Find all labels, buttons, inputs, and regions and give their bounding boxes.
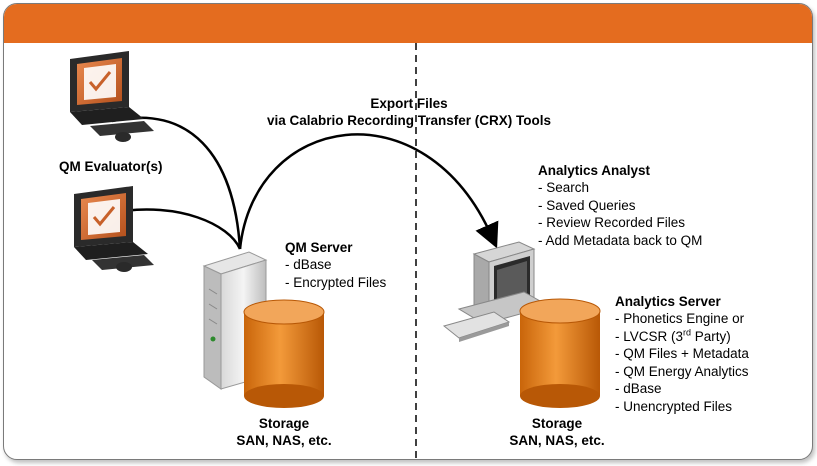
storage-right-line1: Storage [531, 416, 583, 431]
analytics-server-title: Analytics Server [615, 294, 721, 309]
party-text: Party) [691, 328, 731, 344]
analytics-server-item: QM Files + Metadata [615, 345, 749, 363]
evaluator-computer-2-icon [74, 186, 154, 272]
export-arrow [238, 133, 499, 250]
header-bar [4, 4, 812, 43]
export-files-label: Export Files via Calabrio Recording Tran… [224, 95, 594, 129]
export-files-line2: via Calabrio Recording Transfer (CRX) To… [266, 113, 552, 128]
analyst-item: Search [538, 179, 702, 197]
analytics-server-block: Analytics Server Phonetics Engine or LVC… [615, 293, 749, 415]
cable-evaluator-2 [115, 208, 242, 250]
analytics-server-item: Unencrypted Files [615, 398, 749, 416]
analytics-analyst-title: Analytics Analyst [538, 163, 651, 178]
storage-left-line1: Storage [258, 416, 310, 431]
qm-server-title: QM Server [285, 240, 353, 255]
analytics-server-item: LVCSR (3rd Party) [615, 328, 749, 346]
analyst-item: Saved Queries [538, 197, 702, 215]
storage-left-line2: SAN, NAS, etc. [236, 433, 332, 448]
analytics-analyst-items: Search Saved Queries Review Recorded Fil… [538, 179, 703, 250]
qm-server-item: Encrypted Files [285, 274, 386, 292]
storage-right-line2: SAN, NAS, etc. [509, 433, 605, 448]
ordinal-suffix: rd [683, 327, 692, 337]
evaluator-computer-1-icon [70, 51, 154, 142]
analyst-item: Review Recorded Files [538, 214, 702, 232]
lvcsr-text: LVCSR (3 [623, 328, 684, 344]
qm-server-block: QM Server dBase Encrypted Files [285, 239, 386, 291]
qm-server-items: dBase Encrypted Files [285, 256, 386, 291]
diagram-frame: Export Files via Calabrio Recording Tran… [3, 3, 813, 460]
storage-left-label: Storage SAN, NAS, etc. [226, 415, 342, 449]
qm-evaluator-label: QM Evaluator(s) [59, 159, 163, 174]
analytics-analyst-block: Analytics Analyst Search Saved Queries R… [538, 162, 702, 249]
analytics-server-item: dBase [615, 380, 749, 398]
analytics-server-item: Phonetics Engine or [615, 310, 749, 328]
analytics-server-item: QM Energy Analytics [615, 363, 749, 381]
analyst-item: Add Metadata back to QM [538, 232, 703, 250]
export-files-line1: Export Files [370, 96, 448, 111]
qm-server-item: dBase [285, 256, 386, 274]
storage-right-label: Storage SAN, NAS, etc. [495, 415, 619, 449]
storage-right-cylinder-icon [519, 298, 601, 408]
storage-left-cylinder-icon [243, 299, 325, 408]
diagram-canvas [70, 43, 601, 459]
analytics-server-items: Phonetics Engine or LVCSR (3rd Party) QM… [615, 310, 749, 415]
